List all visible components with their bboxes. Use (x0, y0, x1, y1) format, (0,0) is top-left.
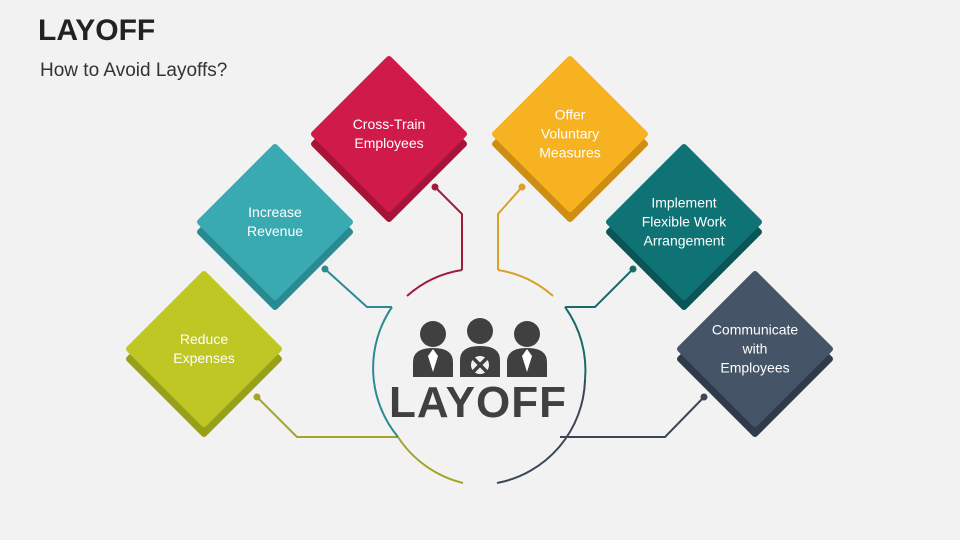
connector-cross-train (434, 186, 463, 270)
dot-offer-voluntary (518, 183, 526, 191)
label-increase-revenue: Increase Revenue (246, 204, 304, 239)
circle-arc-reduce (397, 436, 464, 484)
circle-arc-flexible (564, 306, 587, 381)
diamond-communicate (677, 271, 833, 427)
circle-arc-increase (372, 306, 399, 438)
diamond-flexible-work (606, 144, 762, 300)
page-title: LAYOFF (38, 14, 156, 47)
diamond-increase-revenue (197, 144, 353, 300)
circle-arc-offer (497, 269, 554, 297)
label-flexible-work: Implement Flexible Work Arrangement (641, 194, 727, 249)
diamond-offer-voluntary (492, 56, 648, 212)
connector-offer-voluntary (497, 186, 523, 270)
connector-increase-revenue (324, 268, 392, 308)
center-label: LAYOFF (389, 378, 567, 427)
connector-communicate (560, 396, 705, 438)
circle-arc-communicate (496, 379, 586, 484)
circle-arc-cross-train (406, 269, 463, 297)
connector-reduce-expenses (256, 396, 398, 438)
label-reduce-expenses: Reduce Expenses (173, 331, 235, 366)
diamond-cross-train (311, 56, 467, 212)
dot-increase-revenue (321, 265, 329, 273)
dot-communicate (700, 393, 708, 401)
connector-flexible-work (565, 268, 634, 308)
label-offer-voluntary: Offer Voluntary Measures (539, 106, 601, 161)
page-subtitle: How to Avoid Layoffs? (40, 60, 228, 81)
diamond-reduce-expenses (126, 271, 282, 427)
label-cross-train: Cross-Train Employees (352, 116, 426, 151)
dot-cross-train (431, 183, 439, 191)
cross-mark-icon (428, 349, 532, 374)
dot-reduce-expenses (253, 393, 261, 401)
label-communicate: Communicate with Employees (711, 321, 799, 376)
dot-flexible-work (629, 265, 637, 273)
